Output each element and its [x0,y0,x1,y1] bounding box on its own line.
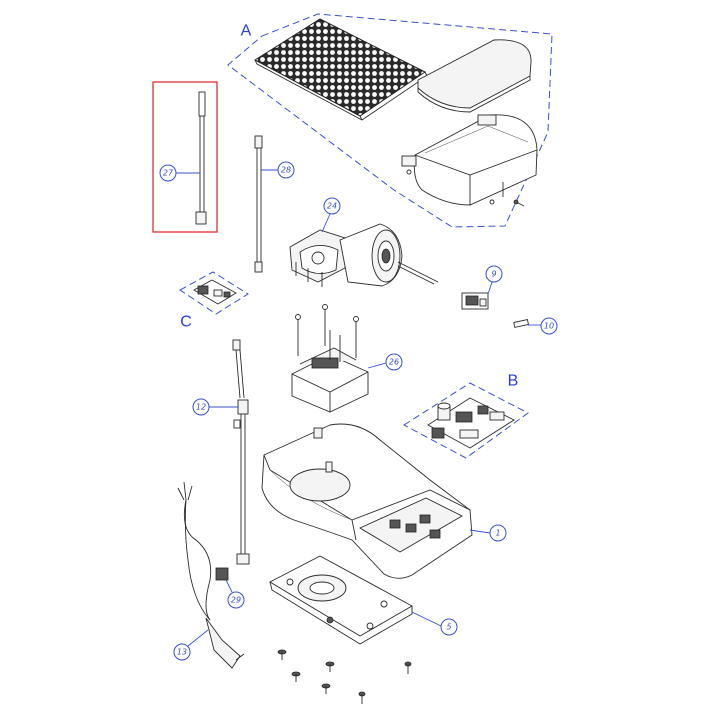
group-a-boundary [227,13,553,228]
part-29-clip: 29 [215,567,245,609]
highlighted-part-27: 27 [152,81,218,233]
callout-24 [323,197,341,215]
part-9-switch: 9 [461,265,503,310]
long-screws [295,304,359,358]
callout-28 [277,161,295,179]
callout-10 [540,317,558,335]
callout-27 [159,164,177,182]
cover-tray [401,114,538,206]
callout-12-label: 12 [196,403,206,412]
group-a: A [227,13,553,228]
group-a-label: A [241,23,252,40]
callout-29-label: 29 [231,596,241,605]
part-28-cable: 28 [254,135,295,273]
callout-29 [227,591,245,609]
group-c-label: C [180,314,192,331]
callout-5-label: 5 [446,623,451,632]
callout-12 [192,398,210,416]
part-26-transformer: 26 [291,330,403,413]
callout-27-label: 27 [163,169,174,178]
bottom-screws [277,649,412,704]
group-c-boundary [179,271,249,315]
grille-panel [254,18,428,121]
part-13-power-cord: 13 [173,481,245,669]
part-24-motor: 24 [289,197,439,287]
red-highlight-box [152,81,218,233]
callout-13-label: 13 [177,648,187,657]
callout-28-label: 28 [281,166,291,175]
callout-26 [385,353,403,371]
callout-9 [485,265,503,283]
part-5-base-plate: 5 [269,555,458,645]
group-b-label: B [508,373,519,390]
callout-5 [440,618,458,636]
callout-26-label: 26 [389,358,399,367]
screw [513,199,525,207]
callout-1-label: 1 [495,529,500,538]
part-12-harness: 12 [192,339,250,565]
group-b: B [403,373,529,459]
callout-13 [173,643,191,661]
group-c: C [179,271,249,331]
callout-24-label: 24 [327,202,337,211]
part-10-pin: 10 [513,317,558,335]
part-1-housing: 1 [261,423,507,579]
callout-1 [489,524,507,542]
callout-9-label: 9 [491,270,496,279]
group-b-boundary [403,382,529,459]
callout-10-label: 10 [544,322,554,331]
top-lid [417,39,532,113]
